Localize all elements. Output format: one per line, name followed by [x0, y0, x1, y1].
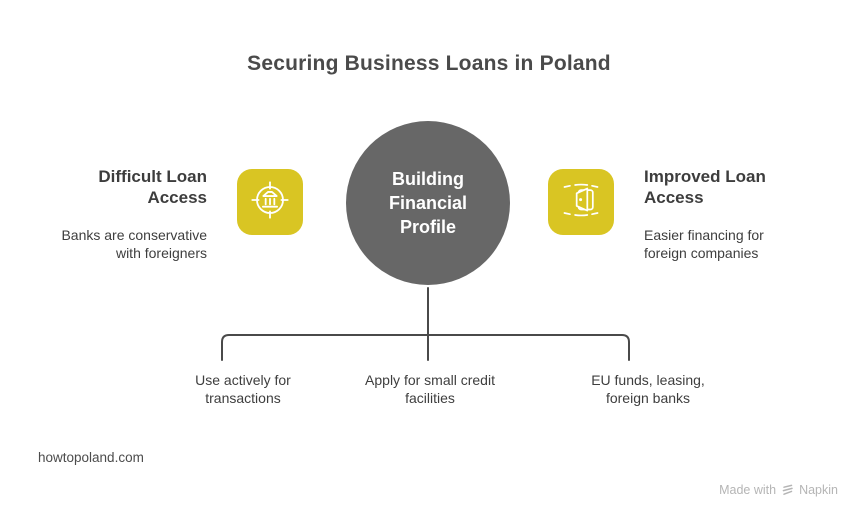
page-title: Securing Business Loans in Poland	[247, 52, 611, 75]
napkin-credit-link[interactable]: Made with Napkin	[719, 483, 838, 497]
credit-brand-label: Napkin	[799, 483, 838, 497]
right-branch-heading: Improved Loan Access	[644, 167, 766, 207]
open-door-icon	[555, 174, 607, 231]
credit-prefix-label: Made with	[719, 483, 777, 497]
website-link[interactable]: howtopoland.com	[38, 450, 144, 465]
bank-target-icon	[244, 174, 296, 231]
bottom-item-use-actively: Use actively for transactions	[195, 372, 291, 406]
left-branch-icon-tile	[237, 169, 303, 235]
center-node: Building Financial Profile	[346, 121, 510, 285]
bottom-item-small-credit: Apply for small credit facilities	[365, 372, 495, 406]
left-branch-heading: Difficult Loan Access	[98, 167, 207, 207]
bottom-item-eu-funds: EU funds, leasing, foreign banks	[591, 372, 705, 406]
right-branch-icon-tile	[548, 169, 614, 235]
left-branch-description: Banks are conservative with foreigners	[61, 227, 207, 261]
right-branch-description: Easier financing for foreign companies	[644, 227, 764, 261]
napkin-logo-icon	[781, 484, 794, 496]
